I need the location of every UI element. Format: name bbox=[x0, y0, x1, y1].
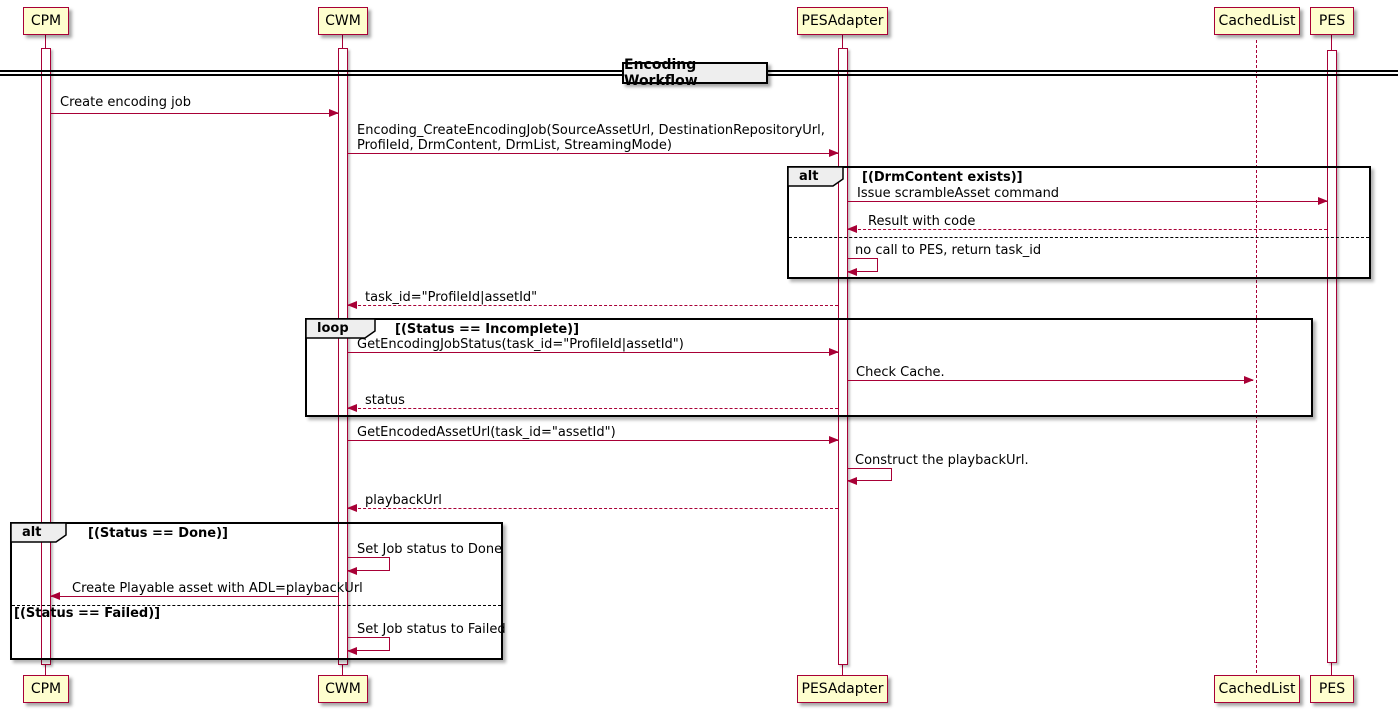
message-label-set-status-done: Set Job status to Done bbox=[357, 542, 503, 557]
arrow-task-id-return bbox=[347, 301, 838, 309]
arrowhead-left bbox=[847, 268, 857, 276]
arrowhead-right bbox=[829, 149, 839, 157]
participant-label: CWM bbox=[325, 681, 361, 697]
arrowhead-right bbox=[329, 109, 339, 117]
arrowhead-left bbox=[347, 647, 357, 655]
frame-label-alt: alt bbox=[22, 525, 42, 540]
message-label-no-call-to-pes: no call to PES, return task_id bbox=[855, 243, 1042, 258]
message-label-create-encoding-job-line2: ProfileId, DrmContent, DrmList, Streamin… bbox=[357, 138, 672, 153]
arrowhead-left bbox=[347, 567, 357, 575]
participant-label: CachedList bbox=[1218, 681, 1296, 697]
self-message-set-status-failed bbox=[347, 637, 390, 655]
participant-pes-top: PES bbox=[1310, 7, 1354, 35]
participant-label: CPM bbox=[30, 681, 62, 697]
arrow-playback-return bbox=[347, 504, 838, 512]
activation-cwm bbox=[338, 48, 348, 665]
participant-label: CWM bbox=[325, 13, 361, 29]
message-label-result-with-code: Result with code bbox=[868, 214, 976, 229]
arrow-result-with-code bbox=[847, 225, 1327, 233]
participant-cpm-bottom: CPM bbox=[23, 675, 69, 703]
participant-cwm-top: CWM bbox=[318, 7, 368, 35]
frame-label-loop: loop bbox=[317, 321, 349, 336]
arrowhead-right bbox=[829, 436, 839, 444]
frame-guard-incomplete: [(Status == Incomplete)] bbox=[395, 322, 580, 337]
frame-label-alt: alt bbox=[799, 169, 819, 184]
participant-label: PES bbox=[1318, 681, 1346, 697]
activation-pesadapter bbox=[838, 48, 848, 665]
frame-tab-shape bbox=[787, 166, 844, 187]
self-message-set-status-done bbox=[347, 557, 390, 575]
arrowhead-left bbox=[347, 301, 357, 309]
frame-alt-status: alt [(Status == Done)] [(Status == Faile… bbox=[10, 522, 503, 660]
message-label-check-cache: Check Cache. bbox=[856, 365, 945, 380]
participant-label: PESAdapter bbox=[801, 681, 884, 697]
message-label-task-id-return: task_id="ProfileId|assetId" bbox=[365, 290, 538, 305]
participant-pes-bottom: PES bbox=[1310, 675, 1354, 703]
message-label-construct-playback: Construct the playbackUrl. bbox=[855, 453, 1029, 468]
frame-alt-drmcontent: alt [(DrmContent exists)] bbox=[787, 166, 1371, 279]
frame-guard-done: [(Status == Done)] bbox=[88, 526, 228, 541]
frame-loop-status: loop [(Status == Incomplete)] bbox=[305, 318, 1313, 417]
diagram-title: Encoding Workflow bbox=[622, 57, 768, 89]
message-label-create-playable: Create Playable asset with ADL=playbackU… bbox=[72, 581, 363, 596]
arrowhead-left bbox=[50, 592, 60, 600]
participant-cwm-bottom: CWM bbox=[318, 675, 368, 703]
participant-label: PESAdapter bbox=[801, 13, 884, 29]
frame-tab-shape bbox=[305, 318, 376, 339]
participant-label: CachedList bbox=[1218, 13, 1296, 29]
message-label-create-encoding-job-line1: Encoding_CreateEncodingJob(SourceAssetUr… bbox=[357, 123, 825, 138]
participant-pesadapter-top: PESAdapter bbox=[797, 7, 888, 35]
arrow-create-playable bbox=[50, 592, 338, 600]
message-label-issue-scramble: Issue scrambleAsset command bbox=[857, 186, 1060, 201]
arrowhead-left bbox=[847, 477, 857, 485]
arrowhead-right bbox=[1318, 197, 1328, 205]
alt-else-divider bbox=[789, 237, 1369, 238]
arrow-issue-scramble bbox=[848, 197, 1328, 205]
arrowhead-right bbox=[1244, 376, 1254, 384]
arrow-create-job bbox=[51, 109, 339, 117]
message-label-get-encoded-url: GetEncodedAssetUrl(task_id="assetId") bbox=[357, 425, 616, 440]
lifeline-cachedlist bbox=[1256, 40, 1257, 673]
frame-tab-shape bbox=[10, 522, 67, 543]
frame-guard-drmcontent: [(DrmContent exists)] bbox=[862, 170, 1023, 185]
alt-else-divider bbox=[12, 605, 501, 606]
message-label-create-job: Create encoding job bbox=[60, 95, 191, 110]
arrow-status-return bbox=[347, 404, 838, 412]
participant-label: CPM bbox=[30, 13, 62, 29]
arrowhead-left bbox=[847, 225, 857, 233]
participant-label: PES bbox=[1318, 13, 1346, 29]
message-label-set-status-failed: Set Job status to Failed bbox=[357, 622, 506, 637]
message-label-get-job-status: GetEncodingJobStatus(task_id="ProfileId|… bbox=[357, 337, 684, 352]
activation-pes bbox=[1327, 50, 1337, 663]
message-label-status-return: status bbox=[365, 393, 405, 408]
arrow-create-encoding-job bbox=[348, 149, 839, 157]
participant-cachedlist-bottom: CachedList bbox=[1214, 675, 1300, 703]
self-message-construct-playback bbox=[847, 468, 892, 485]
diagram-title-text: Encoding Workflow bbox=[624, 57, 698, 89]
arrow-get-encoded-url bbox=[348, 436, 839, 444]
arrowhead-left bbox=[347, 404, 357, 412]
arrowhead-right bbox=[829, 348, 839, 356]
participant-cachedlist-top: CachedList bbox=[1214, 7, 1300, 35]
self-message-no-call-to-pes bbox=[847, 258, 878, 276]
message-label-playback-return: playbackUrl bbox=[365, 493, 442, 508]
arrowhead-left bbox=[347, 504, 357, 512]
participant-pesadapter-bottom: PESAdapter bbox=[797, 675, 888, 703]
participant-cpm-top: CPM bbox=[23, 7, 69, 35]
activation-cpm bbox=[41, 48, 51, 665]
arrow-check-cache bbox=[848, 376, 1254, 384]
arrow-get-job-status bbox=[348, 348, 839, 356]
frame-guard-failed: [(Status == Failed)] bbox=[14, 606, 161, 621]
